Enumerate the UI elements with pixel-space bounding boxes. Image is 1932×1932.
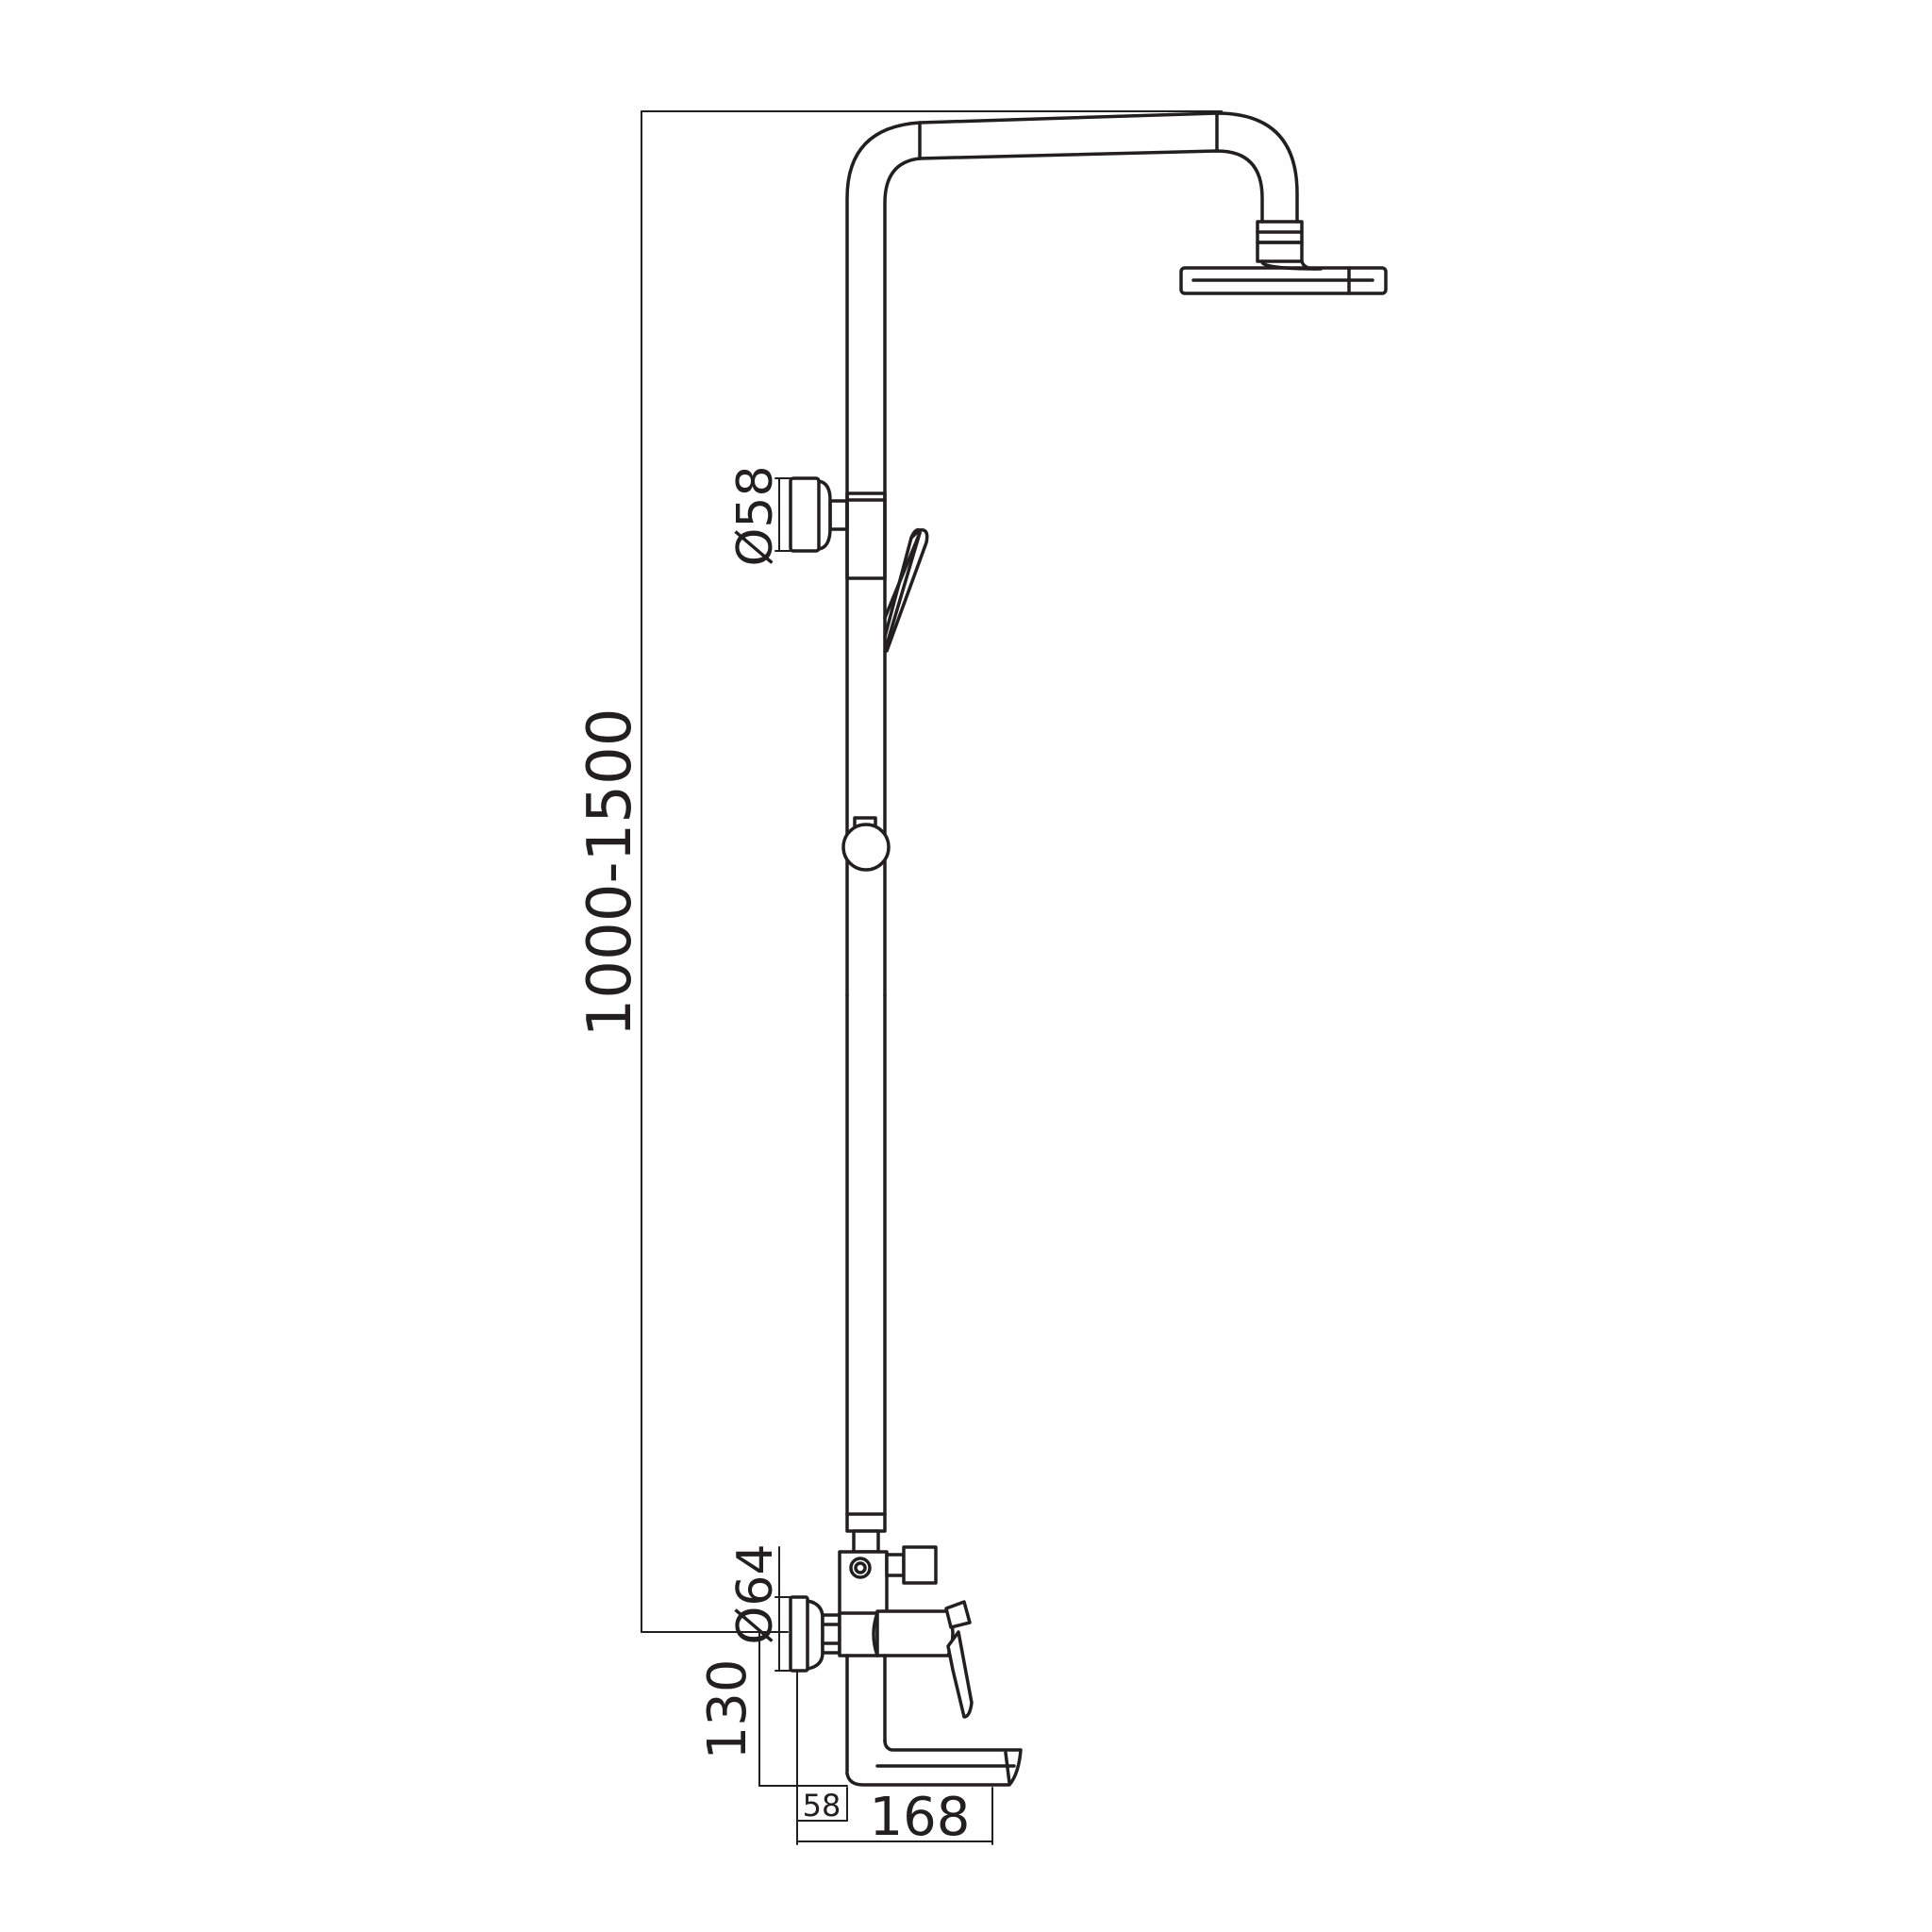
hose-connector-nut — [885, 1553, 906, 1577]
shower-arm — [845, 111, 1304, 997]
spout-height-dimension: 130 — [697, 1631, 848, 1787]
tub-spout — [845, 1654, 1023, 1787]
bracket-clamp — [845, 491, 887, 580]
lever-base — [944, 1600, 972, 1629]
mixer-diameter-label: Ø64 — [727, 1543, 784, 1644]
riser-collar — [845, 1512, 887, 1533]
spout-height-label: 130 — [697, 1659, 758, 1760]
overall-height-dimension: 1000-1500 — [575, 110, 1223, 1633]
diverter-button — [849, 1557, 872, 1579]
mixer-wall-flange — [789, 1595, 809, 1673]
hose-connector — [902, 1545, 938, 1585]
horizontal-dimensions: 58 168 — [796, 1671, 993, 1848]
wall-offset-label: 58 — [803, 1788, 841, 1824]
lever-handle — [946, 1630, 974, 1719]
mixer-assembly — [789, 1595, 974, 1719]
slider-diameter-label: Ø58 — [727, 465, 784, 566]
mixer-neck — [838, 1611, 879, 1657]
arm-inner — [883, 149, 1264, 997]
shower-head — [1179, 259, 1388, 295]
overall-height-label: 1000-1500 — [575, 708, 645, 1038]
hand-shower-holder — [883, 527, 929, 653]
shower-head-plate — [1179, 266, 1388, 295]
mixer-diameter-callout: Ø64 — [727, 1543, 791, 1672]
spout-projection-label: 168 — [870, 1787, 971, 1848]
slider-ball — [841, 823, 891, 872]
inlet-nut — [821, 1613, 841, 1655]
bracket-flange — [789, 476, 821, 553]
diverter-assembly — [838, 1512, 938, 1624]
slider-knob — [841, 816, 891, 872]
upper-wall-bracket — [789, 476, 887, 580]
slider-diameter-callout: Ø58 — [727, 465, 791, 567]
spout-body — [845, 1739, 1023, 1787]
mixer-body — [875, 1609, 955, 1657]
